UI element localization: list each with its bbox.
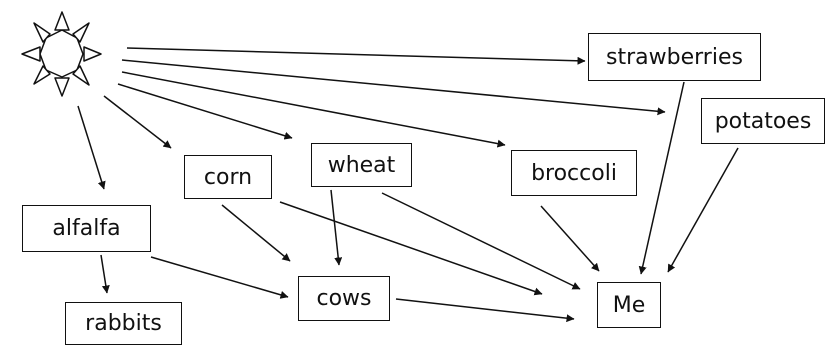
arrow-broccoli-to-me [540, 205, 600, 272]
arrow-corn-to-me [279, 201, 543, 296]
node-broccoli: broccoli [511, 150, 637, 196]
arrow-sun-to-broccoli [121, 71, 506, 148]
arrow-sun-to-wheat [117, 83, 293, 140]
arrow-wheat-to-me [381, 192, 581, 290]
node-corn: corn [184, 155, 272, 199]
arrow-sun-to-strawberries [126, 47, 586, 65]
arrow-sun-to-potatoes [121, 59, 666, 116]
node-rabbits: rabbits [65, 302, 182, 345]
arrow-cows-to-me [395, 298, 575, 323]
arrow-alfalfa-to-rabbits [100, 254, 110, 294]
node-wheat: wheat [311, 143, 412, 187]
node-strawberries: strawberries [588, 33, 761, 81]
arrow-potatoes-to-me [667, 147, 739, 273]
arrow-strawberries-to-me [638, 81, 685, 275]
arrow-sun-to-corn [103, 95, 172, 149]
arrow-corn-to-cows [221, 204, 291, 262]
node-me: Me [597, 282, 661, 328]
arrow-alfalfa-to-cows [150, 256, 289, 299]
node-potatoes: potatoes [701, 98, 825, 144]
arrow-sun-to-alfalfa [77, 105, 106, 190]
node-cows: cows [298, 276, 390, 321]
node-alfalfa: alfalfa [22, 205, 151, 252]
arrow-wheat-to-cows [330, 189, 343, 266]
